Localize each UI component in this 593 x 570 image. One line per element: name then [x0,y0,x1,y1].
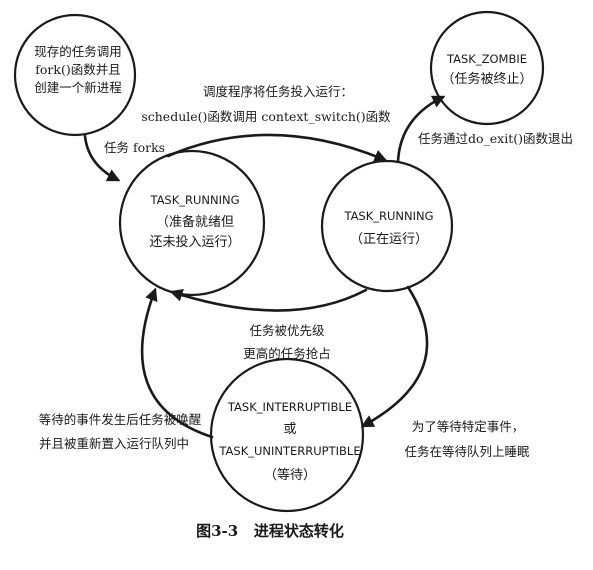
schedule-label-1: 调度程序将任务投入运行： [203,84,353,99]
ready-state-node [118,149,266,297]
figure-caption: 图3-3 进程状态转化 [196,522,344,540]
new-process-line-3: 创建一个新进程 [34,80,122,95]
ready-subtitle-1: （准备就绪但 [156,214,234,230]
sleep-label-1: 为了等待特定事件， [412,419,525,434]
zombie-title: TASK_ZOMBIE [446,52,527,66]
waiting-title-2: TASK_UNINTERRUPTIBLE [218,444,360,458]
ready-subtitle-2: 还未投入运行） [149,234,240,250]
wake-label-2: 并且被重新置入运行队列中 [39,436,189,451]
waiting-title-1: TASK_INTERRUPTIBLE [227,400,352,414]
fork-label: 任务 forks [104,140,165,155]
wake-label-1: 等待的事件发生后任务被唤醒 [39,412,202,427]
preempt-label-1: 任务被优先级 [249,323,325,338]
exit-label: 任务通过do_exit()函数退出 [418,131,573,146]
sleep-label-2: 任务在等待队列上睡眠 [404,444,530,459]
waiting-or: 或 [283,422,296,437]
waiting-state-node [209,357,365,513]
running-state-node [320,159,454,293]
preempt-arrow [169,288,368,312]
sleep-arrow [360,285,429,428]
preempt-label-2: 更高的任务抢占 [243,346,331,361]
zombie-state-node [429,10,545,126]
exit-arrow [396,95,446,164]
running-subtitle: （正在运行） [350,232,428,247]
fork-arrow [83,134,121,182]
waiting-subtitle: （等待） [264,467,316,483]
schedule-arrow [166,133,388,162]
new-process-line-2: fork()函数并且 [35,62,120,77]
running-title: TASK_RUNNING [343,209,433,223]
zombie-subtitle: （任务被终止） [441,71,532,87]
new-process-node [13,13,137,137]
ready-title: TASK_RUNNING [149,193,239,207]
schedule-label-2: schedule()函数调用 context_switch()函数 [141,109,391,124]
wake-arrow [140,287,214,439]
new-process-line-1: 现存的任务调用 [34,44,122,59]
